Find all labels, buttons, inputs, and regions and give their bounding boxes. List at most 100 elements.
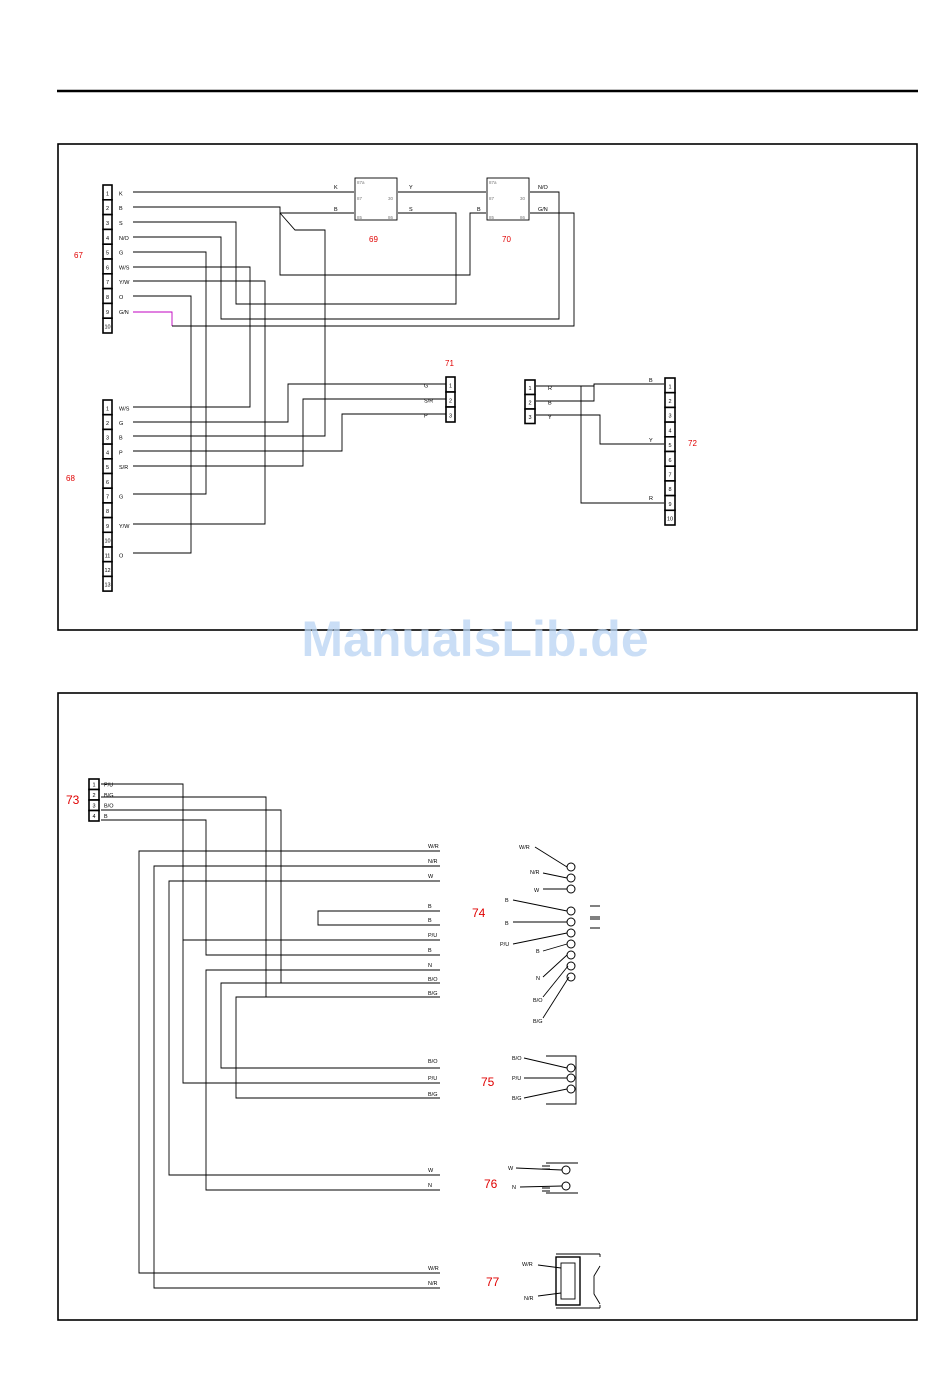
wire-label: P/U <box>428 933 437 939</box>
wire-label: O <box>119 295 124 301</box>
connector-pin <box>102 317 113 334</box>
relay-69-term: 87 <box>357 196 363 201</box>
wire-label: G <box>119 421 123 427</box>
wire-label: G <box>119 494 123 500</box>
pin-number: 5 <box>668 443 671 449</box>
callout-68: 68 <box>66 474 75 483</box>
connector-pin <box>445 406 456 423</box>
pin-number: 2 <box>449 399 452 405</box>
wire-label: B/G <box>428 991 437 997</box>
pin-number: 5 <box>106 251 109 257</box>
pin-number: 10 <box>104 539 110 545</box>
pin-number: 7 <box>106 494 109 500</box>
callout-74: 74 <box>472 906 486 920</box>
connector-pin <box>664 509 676 526</box>
callout-77: 77 <box>486 1275 500 1289</box>
pin-number: 3 <box>528 415 531 421</box>
pin-label: B <box>505 898 509 904</box>
pin-label: B <box>536 949 540 955</box>
relay-69-in-label: B <box>334 207 338 213</box>
pin-number: 8 <box>106 295 109 301</box>
pin-number: 2 <box>92 793 95 799</box>
pin-number: 4 <box>668 428 671 434</box>
wire-label: B <box>548 401 552 407</box>
pin-number: 1 <box>528 386 531 392</box>
wire-label: B <box>428 904 432 910</box>
wire-label: Y/W <box>119 524 130 530</box>
pin-label: B/O <box>512 1056 522 1062</box>
pin-label: B/G <box>533 1019 542 1025</box>
watermark: ManualsLib.de <box>301 611 648 667</box>
wire-label: B/O <box>428 1059 438 1065</box>
pin-label: N <box>536 976 540 982</box>
wire-label: S <box>119 221 123 227</box>
wire-label: S/R <box>424 399 433 405</box>
relay-69: 87a 87 85 30 86 K B Y S <box>334 177 413 221</box>
relay-69-term: 86 <box>388 215 394 220</box>
pin-number: 1 <box>449 384 452 390</box>
pin-number: 4 <box>106 236 109 242</box>
wire-label: N/R <box>428 1281 438 1287</box>
pin-number: 5 <box>106 465 109 471</box>
callout-71: 71 <box>445 359 454 368</box>
wire-label: K <box>119 191 123 197</box>
wire-label: B <box>428 918 432 924</box>
pin-number: 7 <box>668 472 671 478</box>
wire-label: B/O <box>428 977 438 983</box>
component-75: B/O P/U B/G <box>512 1055 577 1105</box>
relay-70-in-label: B <box>477 207 481 213</box>
pin-number: 6 <box>106 480 109 486</box>
wire-label: P/U <box>428 1076 437 1082</box>
pin-number: 4 <box>106 450 109 456</box>
pin-number: 3 <box>106 221 109 227</box>
pin-number: 10 <box>667 517 673 523</box>
callout-67: 67 <box>74 251 83 260</box>
pin-number: 2 <box>106 206 109 212</box>
wire-label: R <box>649 496 653 502</box>
wire-label: N <box>428 1183 432 1189</box>
pin-number: 13 <box>104 583 110 589</box>
pin-label: N <box>512 1185 516 1191</box>
relay-70-out-label: N/O <box>538 185 549 191</box>
wire-label: B <box>104 814 108 820</box>
wire-label: P/U <box>104 782 113 788</box>
relay-69-term: 87a <box>357 180 365 185</box>
relay-70-term: 86 <box>520 215 526 220</box>
bottom-diagram-frame <box>57 692 918 1321</box>
pin-label: P/U <box>512 1076 521 1082</box>
callout-75: 75 <box>481 1075 495 1089</box>
pin-number: 6 <box>668 458 671 464</box>
relay-70-term: 87 <box>489 196 495 201</box>
wire-label: S/R <box>119 465 128 471</box>
wire-label: N <box>428 963 432 969</box>
pin-label: N/R <box>530 870 540 876</box>
pin-label: W <box>534 888 540 894</box>
pin-label: N/R <box>524 1296 534 1302</box>
wire-label: W/R <box>428 844 439 850</box>
pin-label: W/R <box>519 845 530 851</box>
wire-label: B/O <box>104 803 114 809</box>
pin-number: 2 <box>528 401 531 407</box>
wire-label: W/R <box>428 1266 439 1272</box>
wire-label: W <box>428 874 434 880</box>
wire-label: B <box>119 206 123 212</box>
component-77: W/R N/R <box>522 1253 601 1309</box>
wire-label: P <box>424 414 428 420</box>
connector-pin <box>524 408 536 425</box>
pin-number: 10 <box>104 325 110 331</box>
callout-70: 70 <box>502 235 511 244</box>
wire-label: P <box>119 450 123 456</box>
callout-69: 69 <box>369 235 378 244</box>
pin-number: 9 <box>106 524 109 530</box>
relay-70-term: 87a <box>489 180 497 185</box>
wire-label: Y <box>548 415 552 421</box>
pin-number: 3 <box>92 803 95 809</box>
callout-76: 76 <box>484 1177 498 1191</box>
pin-number: 1 <box>106 406 109 412</box>
wire-label: B <box>649 378 653 384</box>
pin-number: 1 <box>668 384 671 390</box>
